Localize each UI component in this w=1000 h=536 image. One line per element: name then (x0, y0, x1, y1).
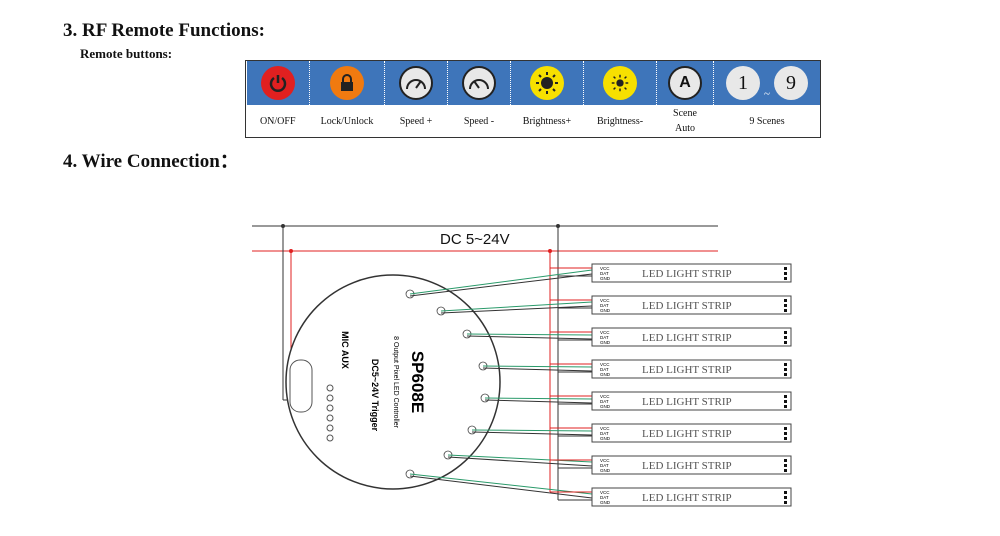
section-title-wire: 4. Wire Connection： (63, 151, 239, 172)
strip-end-dot (784, 341, 787, 344)
strip-pin-label: GND (600, 468, 611, 473)
label-speed-down: Speed - (447, 105, 511, 137)
strip-label: LED LIGHT STRIP (642, 428, 732, 440)
strip-pin-label: GND (600, 372, 611, 377)
strip-pin-label: VCC (600, 298, 610, 303)
strip-pin-label: DAT (600, 271, 609, 276)
speed-up-icon (399, 66, 433, 100)
supply-label: DC 5~24V (440, 231, 510, 248)
label-speed-up: Speed + (384, 105, 448, 137)
strip-pin-label: GND (600, 276, 611, 281)
strip-pin-label: GND (600, 404, 611, 409)
controller-desc: 8 Output Pixel LED Controller (392, 336, 399, 428)
strip-pin-label: GND (600, 308, 611, 313)
remote-buttons-table: A 1 ~ 9 ON/OFF Lock/Unlock Speed + Speed… (245, 60, 821, 138)
strip-label: LED LIGHT STRIP (642, 364, 732, 376)
strip-pin-label: VCC (600, 266, 610, 271)
strip-end-dot (784, 309, 787, 312)
label-brightness-down: Brightness- (583, 105, 657, 137)
strip-end-dot (784, 459, 787, 462)
label-brightness-up: Brightness+ (510, 105, 584, 137)
strip-pin-label: DAT (600, 495, 609, 500)
strip-pin-label: DAT (600, 399, 609, 404)
controller-name: SP608E (408, 351, 427, 413)
strip-label: LED LIGHT STRIP (642, 332, 732, 344)
label-nine-scenes: 9 Scenes (713, 105, 820, 137)
strip-label: LED LIGHT STRIP (642, 460, 732, 472)
strip-pin-label: VCC (600, 490, 610, 495)
strip-label: LED LIGHT STRIP (642, 300, 732, 312)
scene-one-icon: 1 (726, 66, 761, 100)
controller-body (285, 274, 501, 490)
strip-end-dot (784, 437, 787, 440)
lock-icon (330, 66, 364, 100)
strip-pin-label: DAT (600, 463, 609, 468)
strip-label: LED LIGHT STRIP (642, 396, 732, 408)
strip-end-dot (784, 432, 787, 435)
scene-separator: ~ (764, 88, 770, 100)
strip-label: LED LIGHT STRIP (642, 492, 732, 504)
strip-end-dot (784, 368, 787, 371)
strip-pin-label: VCC (600, 330, 610, 335)
strip-end-dot (784, 501, 787, 504)
strip-pin-label: GND (600, 500, 611, 505)
strip-end-dot (784, 496, 787, 499)
speed-down-icon (462, 66, 496, 100)
strip-pin-label: DAT (600, 431, 609, 436)
strip-end-dot (784, 395, 787, 398)
strip-end-dot (784, 336, 787, 339)
section-title-remote: 3. RF Remote Functions: (63, 20, 265, 41)
power-icon (261, 66, 295, 100)
strip-end-dot (784, 373, 787, 376)
strip-end-dot (784, 277, 787, 280)
remote-buttons-subtitle: Remote buttons: (80, 46, 173, 61)
strip-pin-label: GND (600, 340, 611, 345)
strip-pin-label: VCC (600, 426, 610, 431)
strip-label: LED LIGHT STRIP (642, 268, 732, 280)
scene-auto-icon: A (668, 66, 702, 100)
strip-end-dot (784, 400, 787, 403)
strip-end-dot (784, 469, 787, 472)
strip-end-dot (784, 272, 787, 275)
brightness-up-icon (530, 66, 564, 100)
scene-nine-icon: 9 (773, 66, 808, 100)
label-lock: Lock/Unlock (309, 105, 385, 137)
controller-power: DC5~24V Trigger (370, 359, 380, 432)
strip-end-dot (784, 464, 787, 467)
label-scene-auto: Scene Auto (656, 105, 714, 137)
strip-pin-label: DAT (600, 367, 609, 372)
strip-end-dot (784, 331, 787, 334)
brightness-down-icon (603, 66, 637, 100)
strip-pin-label: DAT (600, 303, 609, 308)
strip-pin-label: VCC (600, 394, 610, 399)
strip-end-dot (784, 304, 787, 307)
controller-ports: MIC AUX (340, 331, 350, 369)
strip-pin-label: VCC (600, 458, 610, 463)
strip-pin-label: VCC (600, 362, 610, 367)
strip-end-dot (784, 299, 787, 302)
strip-end-dot (784, 363, 787, 366)
strip-end-dot (784, 405, 787, 408)
strip-end-dot (784, 427, 787, 430)
strip-end-dot (784, 491, 787, 494)
strip-pin-label: GND (600, 436, 611, 441)
label-onoff: ON/OFF (246, 105, 310, 137)
strip-end-dot (784, 267, 787, 270)
strip-pin-label: DAT (600, 335, 609, 340)
